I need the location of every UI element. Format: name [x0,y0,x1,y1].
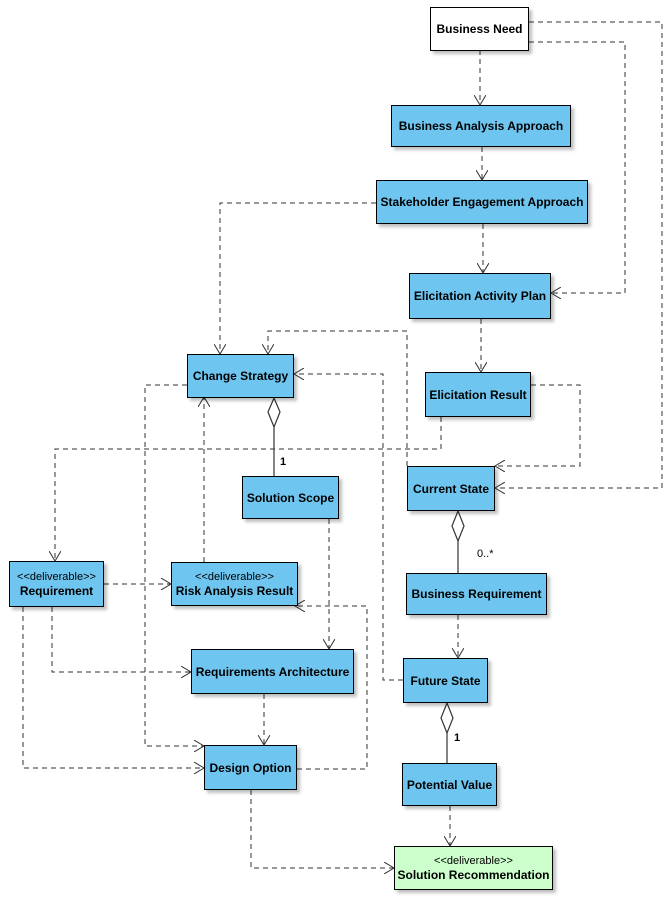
class-requirements-architecture[interactable]: Requirements Architecture [191,649,354,694]
class-current-state[interactable]: Current State [407,466,495,511]
stereotype-label: <<deliverable>> [17,570,96,583]
class-name: Elicitation Result [429,387,527,402]
class-potential-value[interactable]: Potential Value [402,763,497,806]
aggregation-diamond-change-strategy [267,396,281,429]
dep-result-to-requirement [55,417,442,561]
dep-stakeholder-to-change-strategy [220,202,376,354]
dep-need-to-elicitation-plan [529,41,626,293]
multiplicity-label: 1 [454,732,461,744]
class-elicitation-result[interactable]: Elicitation Result [425,372,531,417]
class-name: Requirements Architecture [195,664,350,679]
class-name: Change Strategy [192,369,289,383]
class-name: Stakeholder Engagement Approach [380,195,584,209]
dep-future-state-to-change-strategy [294,374,403,681]
class-design-option[interactable]: Design Option [204,745,297,790]
class-solution-scope[interactable]: Solution Scope [242,476,339,519]
multiplicity-label: 1 [280,456,287,468]
class-requirement[interactable]: <<deliverable>> Requirement [9,561,104,607]
class-name: Design Option [209,760,292,775]
class-future-state[interactable]: Future State [403,658,488,703]
class-name: Risk Analysis Result [175,583,294,598]
stereotype-label: <<deliverable>> [195,570,274,583]
class-name: Future State [410,673,481,688]
multiplicity-label: 0..* [477,548,494,560]
dep-need-to-current-state [495,21,663,488]
dep-design-option-to-recommendation [250,790,394,868]
class-stakeholder-engagement-approach[interactable]: Stakeholder Engagement Approach [376,180,588,224]
class-name: Business Analysis Approach [398,119,564,133]
dep-change-strategy-to-design-option [144,384,204,746]
class-name: Elicitation Activity Plan [413,289,547,303]
class-name: Solution Scope [246,490,335,505]
stereotype-label: <<deliverable>> [434,854,513,867]
class-change-strategy[interactable]: Change Strategy [187,354,294,398]
class-name: Business Need [436,22,523,36]
class-name: Requirement [19,583,94,598]
class-name: Solution Recommendation [397,867,550,882]
class-business-requirement[interactable]: Business Requirement [406,573,547,615]
dep-requirement-to-req-architecture [51,607,191,672]
dep-requirement-to-design-option [22,607,204,768]
dep-result-to-current-state [495,384,581,466]
class-business-analysis-approach[interactable]: Business Analysis Approach [391,105,571,147]
class-name: Potential Value [406,777,493,792]
class-name: Current State [412,481,489,496]
class-risk-analysis-result[interactable]: <<deliverable>> Risk Analysis Result [171,562,298,606]
class-business-need[interactable]: Business Need [430,7,529,51]
aggregation-diamond-current-state [451,509,465,543]
dep-current-state-to-change-strategy [268,330,408,466]
aggregation-diamond-future-state [440,701,454,735]
class-solution-recommendation[interactable]: <<deliverable>> Solution Recommendation [394,846,553,890]
class-elicitation-activity-plan[interactable]: Elicitation Activity Plan [409,273,551,319]
class-name: Business Requirement [411,587,542,601]
